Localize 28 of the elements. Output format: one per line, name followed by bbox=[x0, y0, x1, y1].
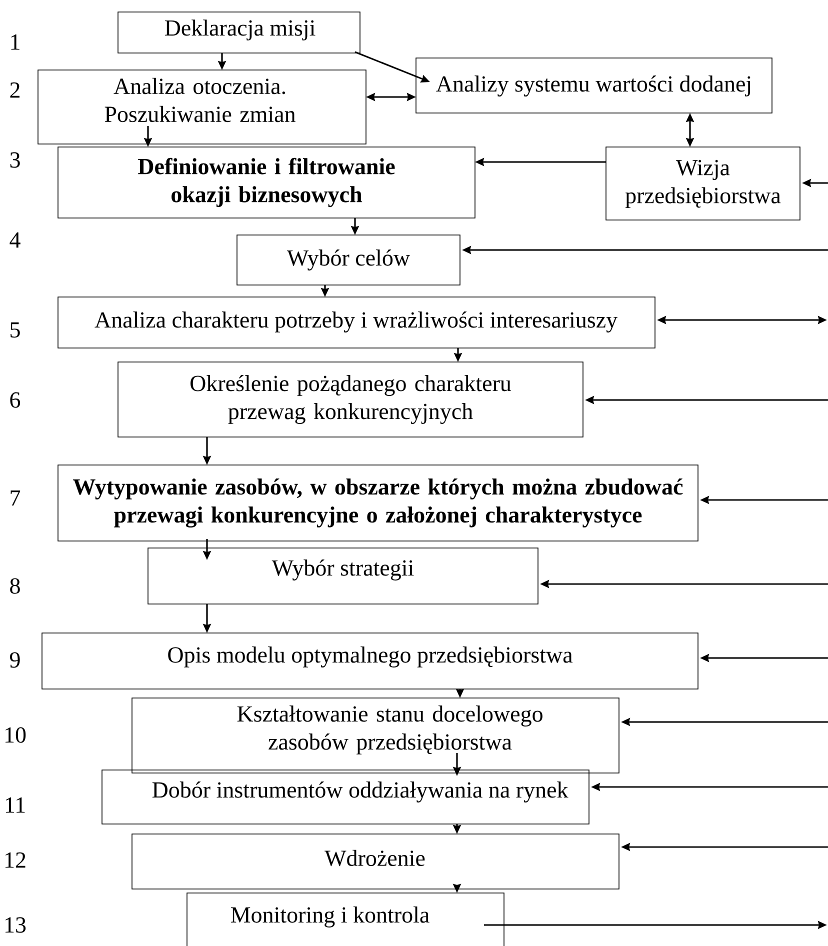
process-box: Analiza otoczenia. Poszukiwanie zmian bbox=[38, 70, 366, 144]
process-box: Analizy systemu wartości dodanej bbox=[416, 58, 772, 114]
step-number: 5 bbox=[10, 322, 20, 338]
process-box: Wytypowanie zasobów, w obszarze których można zbudować przewagi konkurencyjne o założonej charakterystyce bbox=[58, 464, 698, 542]
step-number: 12 bbox=[6, 852, 26, 868]
step-number: 9 bbox=[10, 652, 20, 668]
step-number: 10 bbox=[6, 727, 26, 743]
step-number: 8 bbox=[10, 578, 20, 594]
process-box: Deklaracja misji bbox=[118, 12, 360, 54]
step-number: 1 bbox=[11, 34, 20, 50]
process-box: Kształtowanie stanu docelowego zasobów przedsiębiorstwa bbox=[132, 698, 620, 774]
step-number: 11 bbox=[6, 797, 25, 813]
process-box: Monitoring i kontrola bbox=[186, 892, 504, 946]
step-number: 7 bbox=[10, 490, 20, 506]
process-box: Analiza charakteru potrzeby i wrażliwości interesariuszy bbox=[58, 296, 656, 348]
process-box: Określenie pożądanego charakteru przewag konkurencyjnych bbox=[118, 362, 584, 438]
process-box: Opis modelu optymalnego przedsiębiorstwa bbox=[42, 632, 698, 690]
process-box: Wdrożenie bbox=[132, 834, 620, 890]
process-box: Dobór instrumentów oddziaływania na rynek bbox=[102, 770, 590, 824]
process-box: Definiowanie i filtrowanie okazji biznesowych bbox=[58, 146, 476, 218]
process-box: Wizja przedsiębiorstwa bbox=[606, 146, 800, 220]
step-number: 2 bbox=[10, 82, 20, 98]
step-number: 13 bbox=[6, 917, 26, 933]
process-box: Wybór strategii bbox=[148, 548, 538, 604]
step-number: 3 bbox=[10, 152, 20, 168]
step-number: 4 bbox=[10, 232, 20, 248]
process-box: Wybór celów bbox=[236, 234, 460, 286]
step-number: 6 bbox=[10, 392, 20, 408]
